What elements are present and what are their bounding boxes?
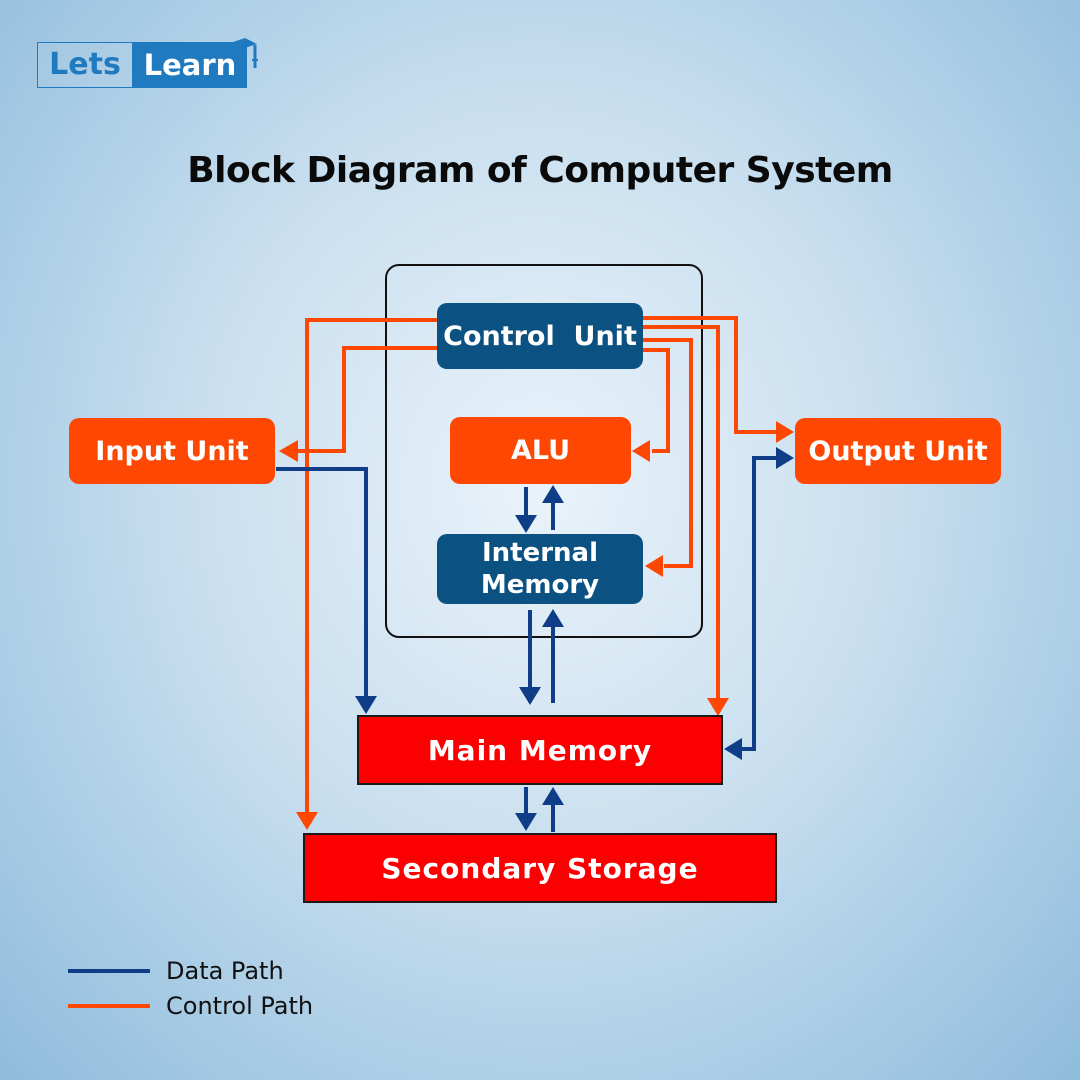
- arrowhead-output: [776, 421, 794, 443]
- arrowhead-main-from-secondary: [542, 787, 564, 805]
- alu-block: ALU: [450, 417, 631, 484]
- secondary-storage-block: Secondary Storage: [303, 833, 777, 903]
- control-path-cu-to-input: [298, 346, 437, 453]
- secondary-storage-label: Secondary Storage: [381, 851, 699, 885]
- arrowhead-internal-memory: [645, 555, 663, 577]
- logo-learn: Learn: [133, 42, 247, 88]
- legend-label-data-path: Data Path: [166, 956, 284, 985]
- control-unit-block: Control Unit: [437, 303, 643, 369]
- control-path-cu-to-output: [643, 316, 776, 434]
- arrowhead-input: [279, 440, 298, 462]
- input-unit-block: Input Unit: [69, 418, 275, 484]
- legend-item-data-path: Data Path: [68, 953, 313, 988]
- legend-swatch-data-path: [68, 968, 150, 973]
- data-path-main-output: [742, 456, 776, 751]
- arrowhead-main-from-output: [724, 738, 742, 760]
- graduation-cap-icon: [227, 38, 258, 68]
- diagram-title: Block Diagram of Computer System: [187, 150, 893, 191]
- control-unit-label: Control Unit: [443, 320, 637, 352]
- output-unit-block: Output Unit: [795, 418, 1001, 484]
- arrowhead-secondary: [296, 812, 318, 830]
- alu-label: ALU: [510, 435, 571, 466]
- main-memory-block: Main Memory: [357, 715, 723, 785]
- input-unit-label: Input Unit: [95, 435, 249, 467]
- internal-memory-block: Internal Memory: [437, 534, 643, 604]
- arrowhead-secondary-from-main: [515, 813, 537, 831]
- internal-memory-label-line1: Internal: [481, 538, 599, 568]
- control-path-cu-to-alu: [643, 348, 670, 453]
- arrowhead-output-from-main: [776, 447, 794, 469]
- arrowhead-internal-from-alu: [515, 515, 537, 533]
- legend-label-control-path: Control Path: [166, 991, 314, 1020]
- arrowhead-main-memory: [707, 698, 729, 716]
- arrowhead-internal-from-main: [542, 609, 564, 627]
- data-path-input-to-main: [276, 467, 368, 697]
- legend-item-control-path: Control Path: [68, 988, 313, 1023]
- legend: Data Path Control Path: [68, 953, 313, 1023]
- output-unit-label: Output Unit: [808, 435, 988, 467]
- cpu-frame: [385, 264, 703, 638]
- logo-lets: Lets: [37, 42, 133, 88]
- control-path-cu-to-secondary: [305, 318, 437, 812]
- arrowhead-alu: [632, 440, 650, 462]
- arrowhead-alu-from-internal: [542, 485, 564, 503]
- arrowhead-main-from-input: [355, 696, 377, 714]
- main-memory-label: Main Memory: [427, 733, 653, 767]
- control-path-cu-to-internal-memory: [643, 338, 693, 568]
- control-path-cu-to-main-memory: [643, 325, 720, 700]
- legend-swatch-control-path: [68, 1003, 150, 1008]
- internal-memory-label-line2: Memory: [480, 570, 600, 600]
- arrowhead-main-from-internal: [519, 687, 541, 705]
- logo: Lets Learn: [37, 38, 258, 90]
